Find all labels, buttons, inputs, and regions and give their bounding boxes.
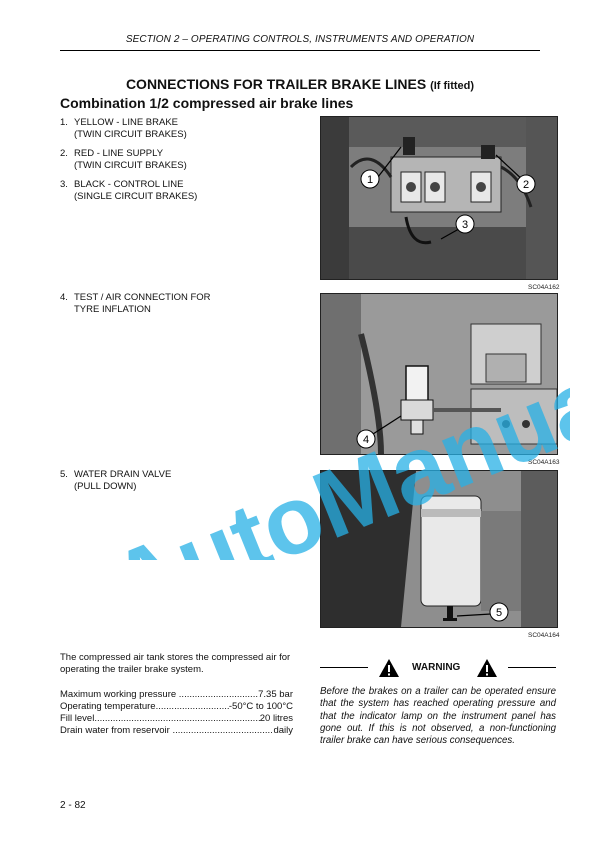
svg-text:3: 3 xyxy=(462,219,468,231)
warning-rule-left xyxy=(320,667,368,668)
test-connection-photo: 4 xyxy=(321,294,557,454)
figure-code: SC04A162 xyxy=(528,284,560,291)
spec-label: Drain water from reservoir xyxy=(60,725,170,736)
callout-4: 4 xyxy=(356,429,376,449)
title-note: (If fitted) xyxy=(430,80,475,92)
page-title: CONNECTIONS FOR TRAILER BRAKE LINES (If … xyxy=(60,76,540,92)
item-line1: BLACK - CONTROL LINE xyxy=(74,179,184,190)
warning-heading: WARNING xyxy=(320,658,556,678)
spec-label: Operating temperature xyxy=(60,701,156,712)
svg-text:5: 5 xyxy=(496,607,502,619)
spec-row: Maximum working pressure ...............… xyxy=(60,689,293,701)
svg-text:1: 1 xyxy=(367,174,373,186)
callout-5: 5 xyxy=(489,602,509,622)
item-line1: YELLOW - LINE BRAKE xyxy=(74,117,179,128)
item-line2: (TWIN CIRCUIT BRAKES) xyxy=(74,129,187,140)
spec-row: Drain water from reservoir .............… xyxy=(60,725,293,737)
list-item: 2. RED - LINE SUPPLY (TWIN CIRCUIT BRAKES… xyxy=(60,148,187,172)
callout-2: 2 xyxy=(516,174,536,194)
spec-label: Maximum working pressure xyxy=(60,689,177,700)
item-number: 3. xyxy=(60,179,68,190)
item-line1: WATER DRAIN VALVE xyxy=(74,469,172,480)
item-number: 1. xyxy=(60,117,68,128)
item-line1: RED - LINE SUPPLY xyxy=(74,148,164,159)
section-subtitle: Combination 1/2 compressed air brake lin… xyxy=(60,95,354,111)
tank-description: The compressed air tank stores the compr… xyxy=(60,652,291,675)
item-line2: (TWIN CIRCUIT BRAKES) xyxy=(74,160,187,171)
warning-triangle-icon xyxy=(379,659,399,677)
spec-value: 20 litres xyxy=(259,713,293,724)
svg-text:4: 4 xyxy=(363,434,369,446)
spec-row: Fill level .............................… xyxy=(60,713,293,725)
spec-value: 7.35 bar xyxy=(258,689,293,700)
callout-3: 3 xyxy=(455,214,475,234)
header-divider xyxy=(60,50,540,51)
spec-leader: ........................................… xyxy=(172,725,273,736)
item-number: 5. xyxy=(60,469,68,480)
warning-text: Before the brakes on a trailer can be op… xyxy=(320,686,556,747)
item-line2: (PULL DOWN) xyxy=(74,481,137,492)
item-number: 4. xyxy=(60,292,68,303)
section-header: SECTION 2 – OPERATING CONTROLS, INSTRUME… xyxy=(125,34,475,45)
drain-valve-photo: 5 xyxy=(321,471,557,627)
figure-brake-connections: 1 2 3 xyxy=(320,116,558,280)
warning-label: WARNING xyxy=(412,662,461,673)
spec-value: -50°C to 100°C xyxy=(228,701,293,712)
spec-leader: ........................................… xyxy=(155,701,229,712)
figure-code: SC04A163 xyxy=(528,459,560,466)
figure-drain-valve: 5 xyxy=(320,470,558,628)
item-line2: TYRE INFLATION xyxy=(74,304,151,315)
list-item: 1. YELLOW - LINE BRAKE (TWIN CIRCUIT BRAK… xyxy=(60,117,187,141)
spec-row: Operating temperature ..................… xyxy=(60,701,293,713)
figure-code: SC04A164 xyxy=(528,632,560,639)
warning-triangle-icon xyxy=(477,659,497,677)
item-number: 2. xyxy=(60,148,68,159)
warning-rule-right xyxy=(508,667,556,668)
list-item: 3. BLACK - CONTROL LINE (SINGLE CIRCUIT B… xyxy=(60,179,197,203)
brake-connections-photo: 1 2 3 xyxy=(321,117,557,279)
item-line1: TEST / AIR CONNECTION FOR xyxy=(74,292,211,303)
page-number: 2 - 82 xyxy=(60,800,86,811)
list-item: 4. TEST / AIR CONNECTION FOR TYRE INFLATI… xyxy=(60,292,211,316)
list-item: 5. WATER DRAIN VALVE (PULL DOWN) xyxy=(60,469,171,493)
svg-text:2: 2 xyxy=(523,179,529,191)
spec-value: daily xyxy=(273,725,293,736)
title-main: CONNECTIONS FOR TRAILER BRAKE LINES xyxy=(125,76,427,92)
spec-label: Fill level xyxy=(60,713,95,724)
spec-leader: ........................................… xyxy=(178,689,258,700)
figure-test-connection: 4 xyxy=(320,293,558,455)
spec-leader: ........................................… xyxy=(94,713,259,724)
callout-1: 1 xyxy=(360,169,380,189)
item-line2: (SINGLE CIRCUIT BRAKES) xyxy=(74,191,198,202)
